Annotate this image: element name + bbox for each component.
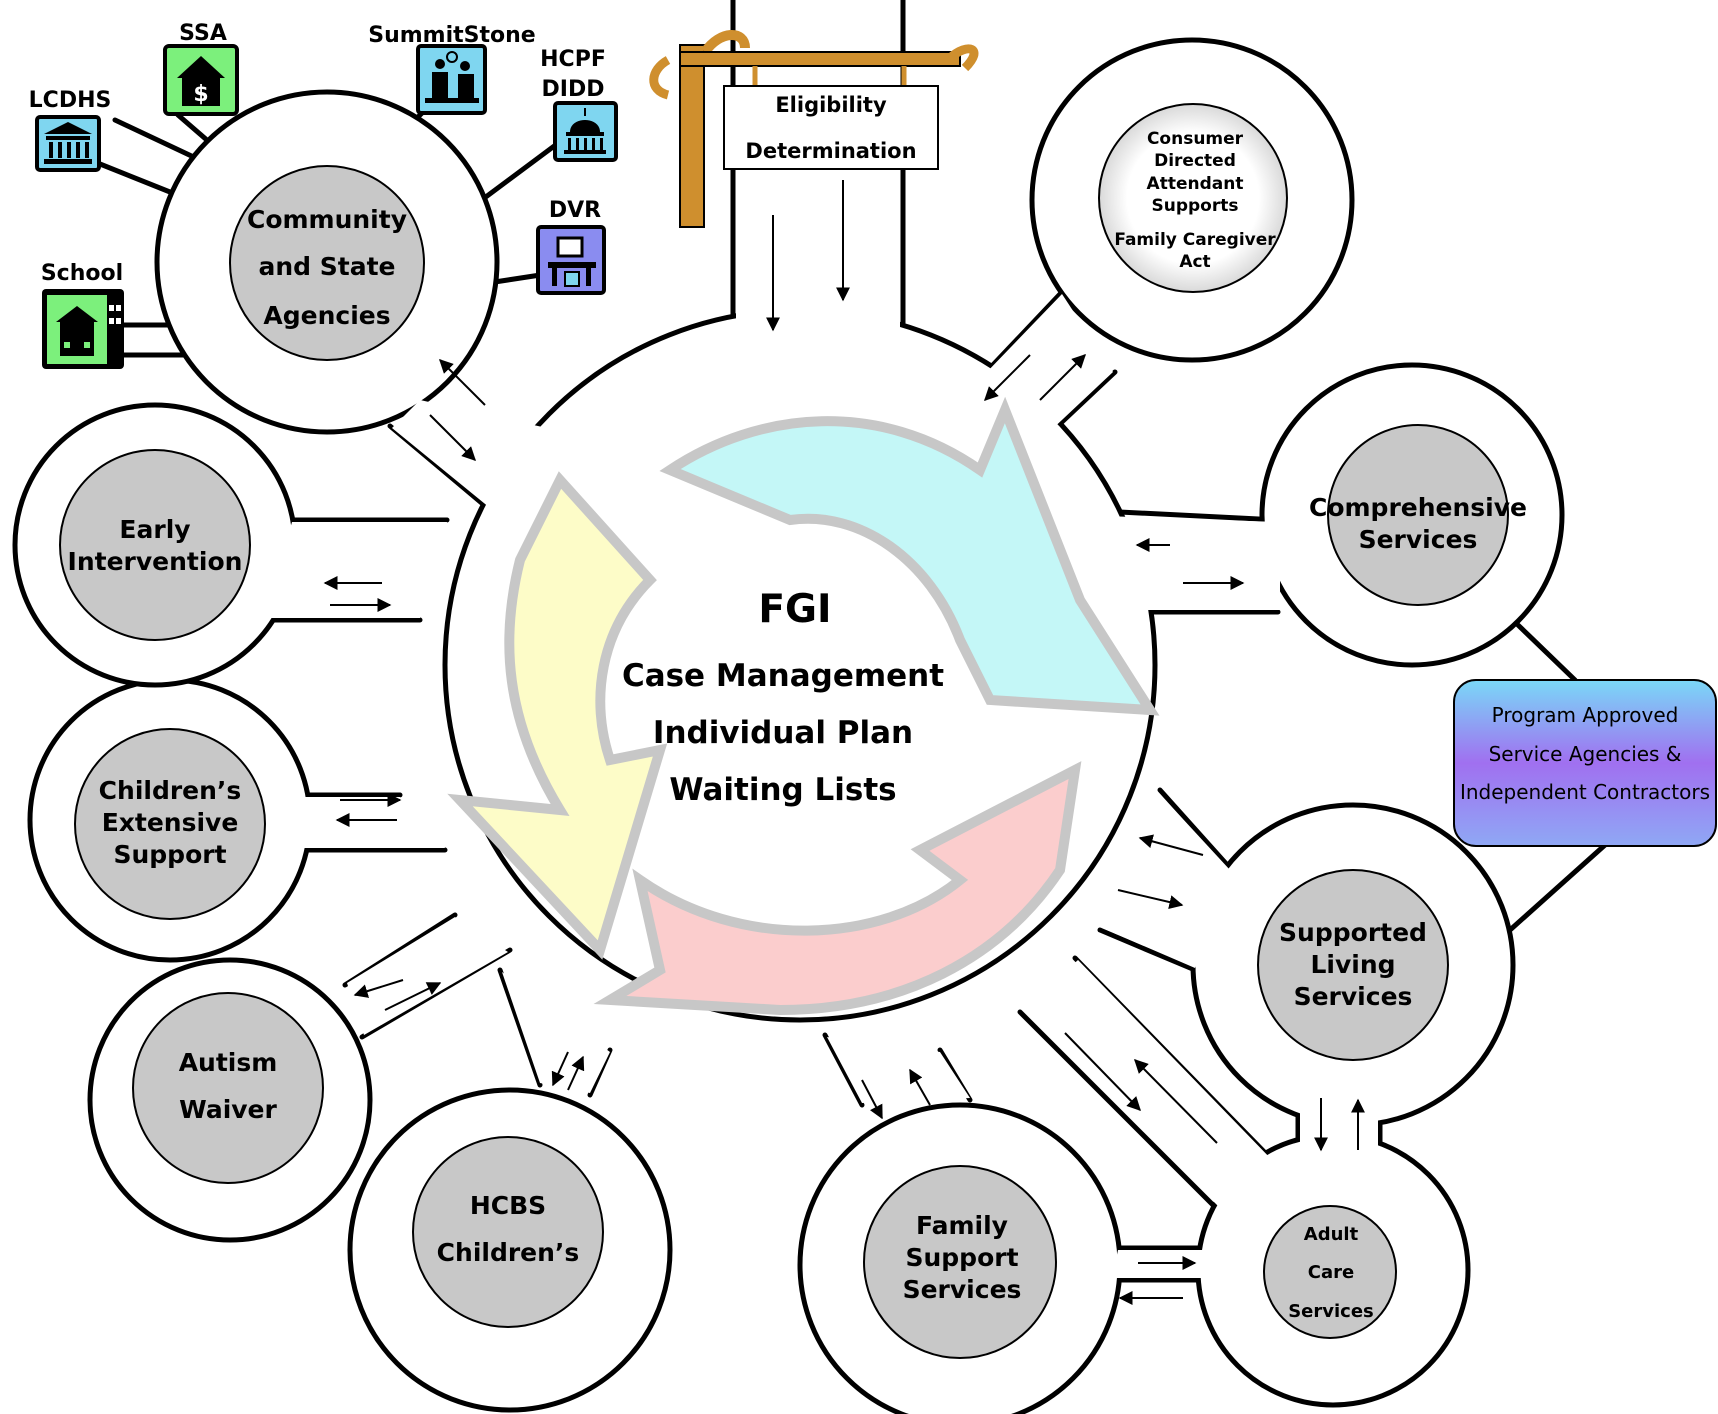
inner-circles (59, 165, 1509, 1359)
comprehensive-line-2: Services (1359, 525, 1478, 554)
summitstone-label: SummitStone (368, 23, 535, 48)
comprehensive-line-1: Comprehensive (1309, 493, 1527, 522)
early-line-1: Early (119, 515, 190, 544)
consumer-line-3: Attendant (1147, 174, 1244, 194)
flow-arrows (323, 180, 1365, 1305)
adult-line-3: Services (1288, 1301, 1374, 1322)
consumer-line-2: Directed (1154, 151, 1236, 171)
family-caregiver-line-2: Act (1179, 252, 1210, 272)
early-inner-circle (59, 449, 251, 641)
hcbs-line-1: HCBS (470, 1191, 546, 1220)
eligibility-line-2: Determination (745, 139, 916, 163)
program-line-3: Independent Contractors (1460, 780, 1710, 804)
eligibility-sign (723, 85, 939, 170)
hub-title: FGI (758, 587, 831, 632)
dvr-label: DVR (549, 198, 601, 223)
summitstone-icon (416, 44, 487, 115)
adult-line-1: Adult (1304, 1224, 1359, 1245)
community-inner-circle (229, 165, 425, 361)
family-line-3: Services (903, 1275, 1022, 1304)
school-label: School (41, 261, 123, 286)
lcdhs-icon (35, 115, 101, 172)
program-line-1: Program Approved (1492, 703, 1679, 727)
community-line-1: Community (247, 205, 407, 234)
hcpf-label: HCPF (540, 47, 606, 72)
supported-line-2: Living (1310, 950, 1395, 979)
cycle-arrows (447, 396, 1160, 1016)
svg-text:$: $ (193, 82, 208, 107)
consumer-line-4: Supports (1152, 196, 1239, 216)
dvr-icon (536, 225, 606, 295)
autism-line-2: Waiver (179, 1095, 277, 1124)
eligibility-line-1: Eligibility (775, 93, 887, 117)
hcbs-line-2: Children’s (437, 1238, 580, 1267)
consumer-inner-circle (1098, 103, 1288, 293)
childrens-inner-circle (74, 728, 266, 920)
comprehensive-inner-circle (1327, 424, 1509, 606)
lcdhs-label: LCDHS (29, 88, 112, 113)
childrens-line-2: Extensive (102, 808, 239, 837)
hub-line-3: Waiting Lists (669, 772, 896, 808)
school-icon (42, 289, 124, 369)
consumer-line-1: Consumer (1147, 129, 1244, 149)
supported-line-1: Supported (1279, 918, 1427, 947)
community-line-2: and State (259, 252, 396, 281)
childrens-line-3: Support (113, 840, 226, 869)
adult-line-2: Care (1308, 1262, 1354, 1283)
supported-inner-circle (1257, 869, 1449, 1061)
family-inner-circle (863, 1165, 1057, 1359)
family-line-1: Family (916, 1211, 1008, 1240)
ssa-label: SSA (179, 21, 227, 46)
hcbs-inner-circle (412, 1136, 604, 1328)
supported-line-3: Services (1294, 982, 1413, 1011)
family-caregiver-line-1: Family Caregiver (1114, 230, 1276, 250)
hcpf-didd-icon (553, 101, 618, 162)
hub-line-2: Individual Plan (653, 715, 913, 751)
autism-inner-circle (132, 992, 324, 1184)
childrens-line-1: Children’s (99, 776, 242, 805)
eligibility-sign-post (649, 30, 979, 228)
program-agencies-box (1453, 679, 1717, 847)
family-line-2: Support (905, 1243, 1018, 1272)
cycle-arrow-pink (593, 761, 1082, 1016)
program-line-2: Service Agencies & (1489, 742, 1682, 766)
adult-inner-circle (1263, 1205, 1397, 1339)
corridor-fills (264, 0, 1378, 1278)
early-line-2: Intervention (68, 547, 243, 576)
ssa-icon: $ (163, 44, 239, 116)
cycle-arrow-cyan (659, 396, 1160, 716)
cycle-arrow-yellow (447, 471, 668, 960)
community-line-3: Agencies (263, 301, 390, 330)
hub-line-1: Case Management (622, 658, 944, 694)
didd-label: DIDD (542, 77, 605, 102)
autism-line-1: Autism (179, 1048, 278, 1077)
